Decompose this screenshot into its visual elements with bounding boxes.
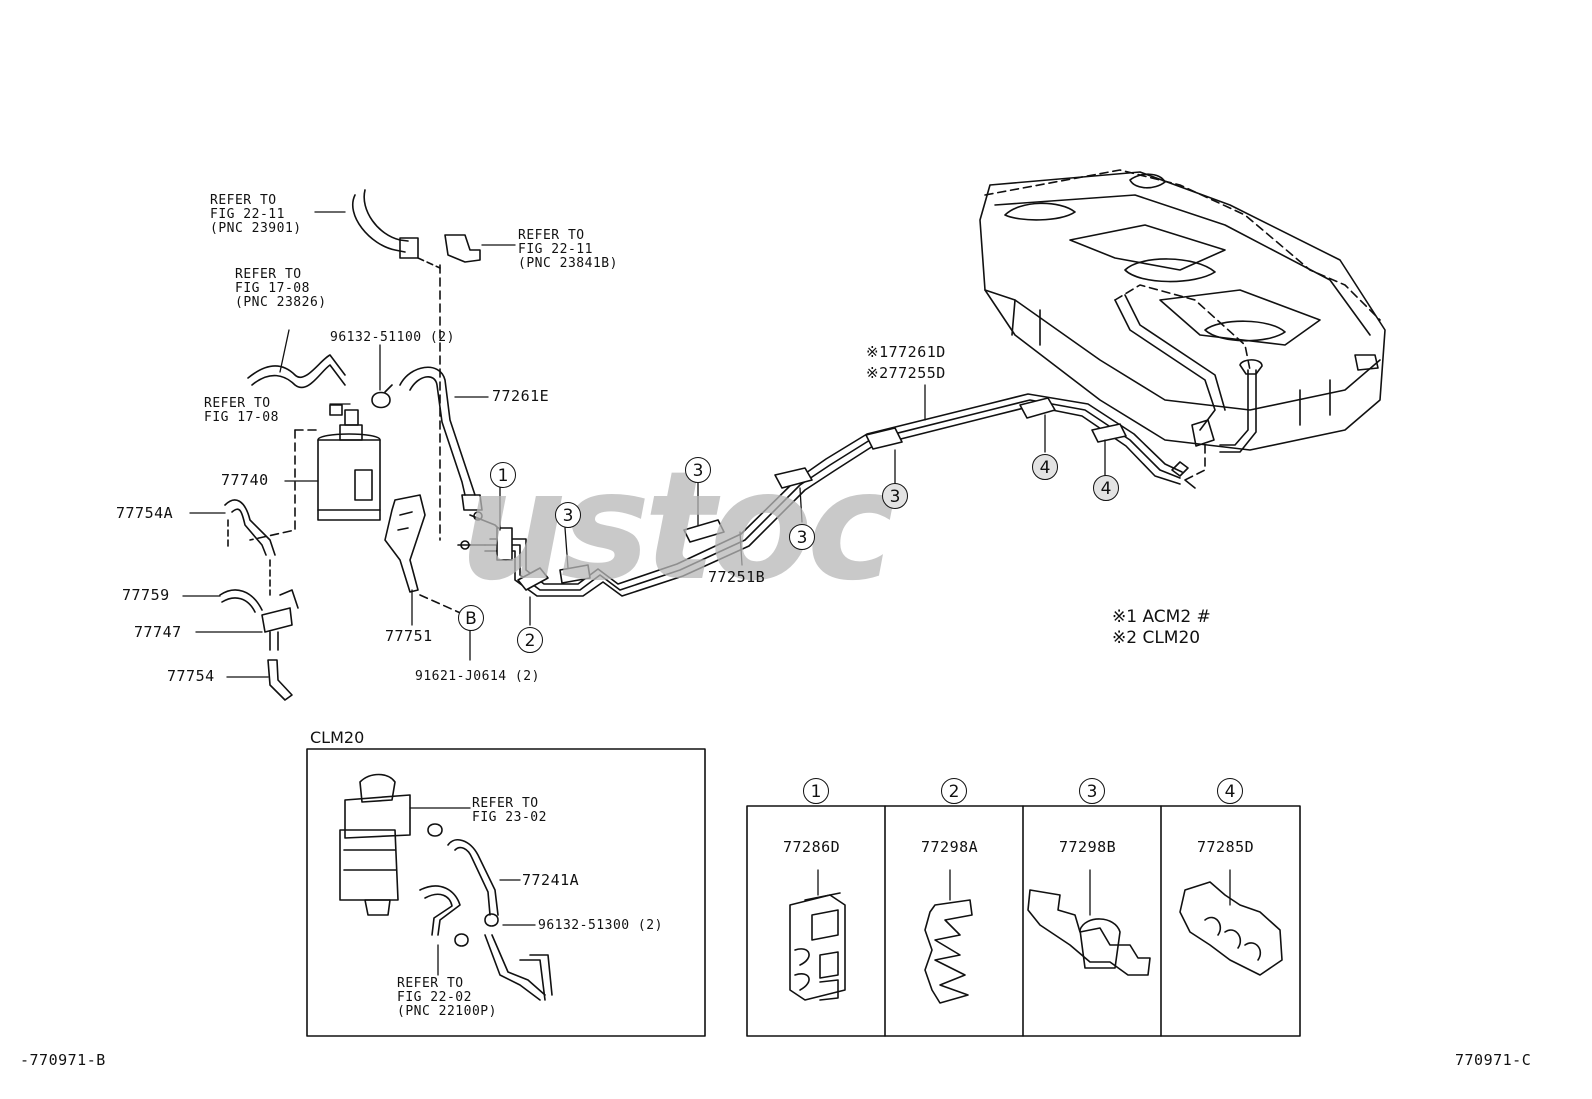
part-77747[interactable]: 77747	[134, 623, 182, 641]
callout-b[interactable]: B	[458, 605, 484, 631]
ref-fig-22-11-pnc-23901[interactable]: REFER TO FIG 22-11 (PNC 23901)	[210, 193, 302, 236]
part-77251b[interactable]: 77251B	[708, 568, 766, 586]
canister-assembly	[219, 189, 483, 701]
ref-fig-17-08-pnc-23826[interactable]: REFER TO FIG 17-08 (PNC 23826)	[235, 267, 327, 310]
part-77261e[interactable]: 77261E	[492, 387, 550, 405]
part-77751[interactable]: 77751	[385, 627, 433, 645]
clamp-header-2: 2	[941, 778, 967, 804]
inset-clm20	[306, 748, 706, 1037]
callout-2[interactable]: 2	[517, 627, 543, 653]
line-clamps	[496, 397, 1127, 591]
part-77754[interactable]: 77754	[167, 667, 215, 685]
footer-left-code: -770971-B	[20, 1051, 106, 1069]
part-96132-51100[interactable]: 96132-51100 (2)	[330, 330, 455, 345]
callout-4-b[interactable]: 4	[1093, 475, 1119, 501]
callout-3-d[interactable]: 3	[882, 483, 908, 509]
part-77759[interactable]: 77759	[122, 586, 170, 604]
callout-3-a[interactable]: 3	[555, 502, 581, 528]
clamp-header-1: 1	[803, 778, 829, 804]
leader-lines	[182, 211, 1106, 678]
part-91621-j0614[interactable]: 91621-J0614 (2)	[415, 669, 540, 684]
fuel-tank	[979, 169, 1386, 481]
clamp-part-77298b[interactable]: 77298B	[1059, 838, 1117, 856]
callout-3-b[interactable]: 3	[685, 457, 711, 483]
clamp-part-77298a[interactable]: 77298A	[921, 838, 979, 856]
clamp-part-77286d[interactable]: 77286D	[783, 838, 841, 856]
part-277255d[interactable]: ※277255D	[866, 364, 946, 382]
part-77754a[interactable]: 77754A	[116, 504, 174, 522]
part-77740[interactable]: 77740	[221, 471, 269, 489]
inset-part-77241a[interactable]: 77241A	[522, 871, 580, 889]
clamp-table	[746, 805, 1301, 1037]
callout-3-c[interactable]: 3	[789, 524, 815, 550]
watermark: ustoc	[460, 440, 896, 614]
note-clm20: ※2 CLM20	[1112, 628, 1201, 648]
clamp-header-3: 3	[1079, 778, 1105, 804]
ref-fig-17-08[interactable]: REFER TO FIG 17-08	[204, 396, 279, 425]
footer-right-code: 770971-C	[1455, 1051, 1532, 1069]
note-acm2: ※1 ACM2 #	[1112, 607, 1211, 627]
inset-title: CLM20	[310, 728, 365, 747]
inset-ref-fig-23-02[interactable]: REFER TO FIG 23-02	[472, 796, 547, 825]
inset-ref-fig-22-02[interactable]: REFER TO FIG 22-02 (PNC 22100P)	[397, 976, 497, 1019]
callout-1[interactable]: 1	[490, 462, 516, 488]
ref-fig-22-11-pnc-23841b[interactable]: REFER TO FIG 22-11 (PNC 23841B)	[518, 228, 618, 271]
callout-4-a[interactable]: 4	[1032, 454, 1058, 480]
clamp-header-4: 4	[1217, 778, 1243, 804]
clamp-part-77285d[interactable]: 77285D	[1197, 838, 1255, 856]
inset-part-96132-51300[interactable]: 96132-51300 (2)	[538, 918, 663, 933]
part-177261d[interactable]: ※177261D	[866, 343, 946, 361]
